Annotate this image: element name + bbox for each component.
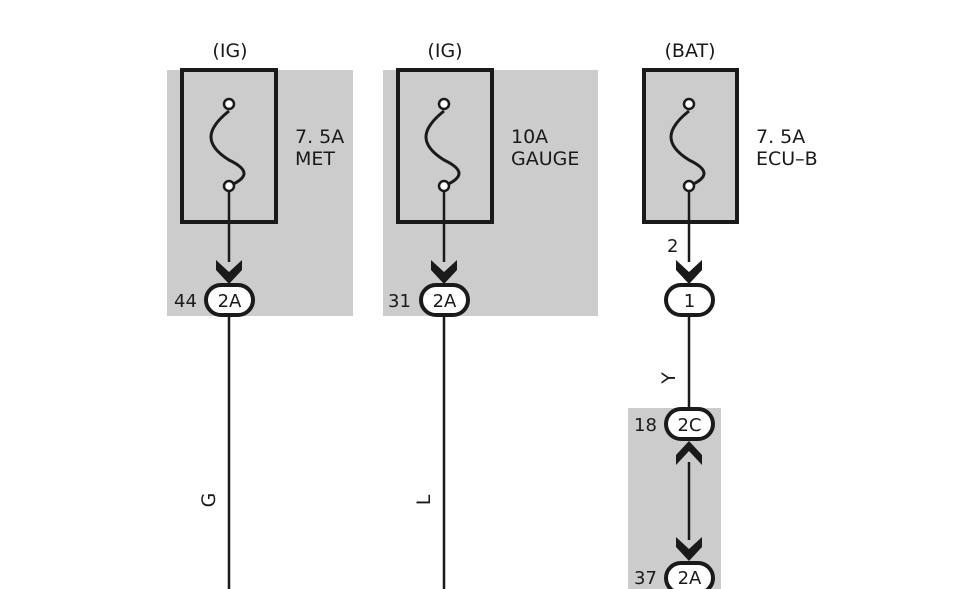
junction-connector-id: 2C <box>677 415 701 436</box>
wire-color-label: Y <box>658 372 680 385</box>
connector-pin: 31 <box>388 291 411 312</box>
connector-id: 2A <box>433 291 457 312</box>
fuse-source-label: (IG) <box>212 40 247 62</box>
connector-arrow-up-icon <box>676 441 702 465</box>
junction-connector-id: 2A <box>678 568 702 589</box>
connector-arrow-icon <box>676 537 702 561</box>
connector-id: 1 <box>684 291 695 312</box>
wire-color-label: L <box>413 494 435 505</box>
fuse-terminal <box>437 179 451 193</box>
fuse-element-icon <box>424 109 461 188</box>
connector-badge <box>419 283 470 317</box>
fuse-ecu-b: (BAT) 7. 5A ECU–B 2 1 Y 2C 18 2A 37 <box>634 40 818 589</box>
fuse-rating: 7. 5A <box>295 126 344 148</box>
connector-arrow-icon <box>216 260 242 284</box>
connector-badge <box>664 283 715 317</box>
fuse-name: MET <box>295 148 335 170</box>
connector-arrow-icon <box>676 260 702 284</box>
connector-arrow-icon <box>431 260 457 284</box>
junction-connector-badge <box>664 407 715 441</box>
fuse-terminal <box>682 97 696 111</box>
fuse-pin: 2 <box>667 236 678 257</box>
connector-pin: 44 <box>174 291 197 312</box>
fuse-terminal <box>437 97 451 111</box>
fuse-source-label: (IG) <box>427 40 462 62</box>
junction-connector-pin: 18 <box>634 415 657 436</box>
fuse-rating: 7. 5A <box>756 126 805 148</box>
fuse-name: GAUGE <box>511 148 579 170</box>
fuse-gauge: (IG) 10A GAUGE 2A 31 L <box>388 40 579 589</box>
fuse-rating: 10A <box>511 126 548 148</box>
junction-connector-pin: 37 <box>634 568 657 589</box>
wire-color-label: G <box>198 493 220 508</box>
fuse-element-icon <box>209 109 246 188</box>
fuse-terminal <box>222 179 236 193</box>
fuse-element-icon <box>669 109 706 188</box>
fuse-met: (IG) 7. 5A MET 2A 44 G <box>174 40 344 589</box>
fuse-source-label: (BAT) <box>665 40 716 62</box>
junction-connector-badge <box>664 561 715 589</box>
fuse-terminal <box>682 179 696 193</box>
fuse-terminal <box>222 97 236 111</box>
connector-badge <box>204 283 255 317</box>
fuse-name: ECU–B <box>756 148 818 170</box>
fuse-box <box>642 68 739 224</box>
connector-id: 2A <box>218 291 242 312</box>
